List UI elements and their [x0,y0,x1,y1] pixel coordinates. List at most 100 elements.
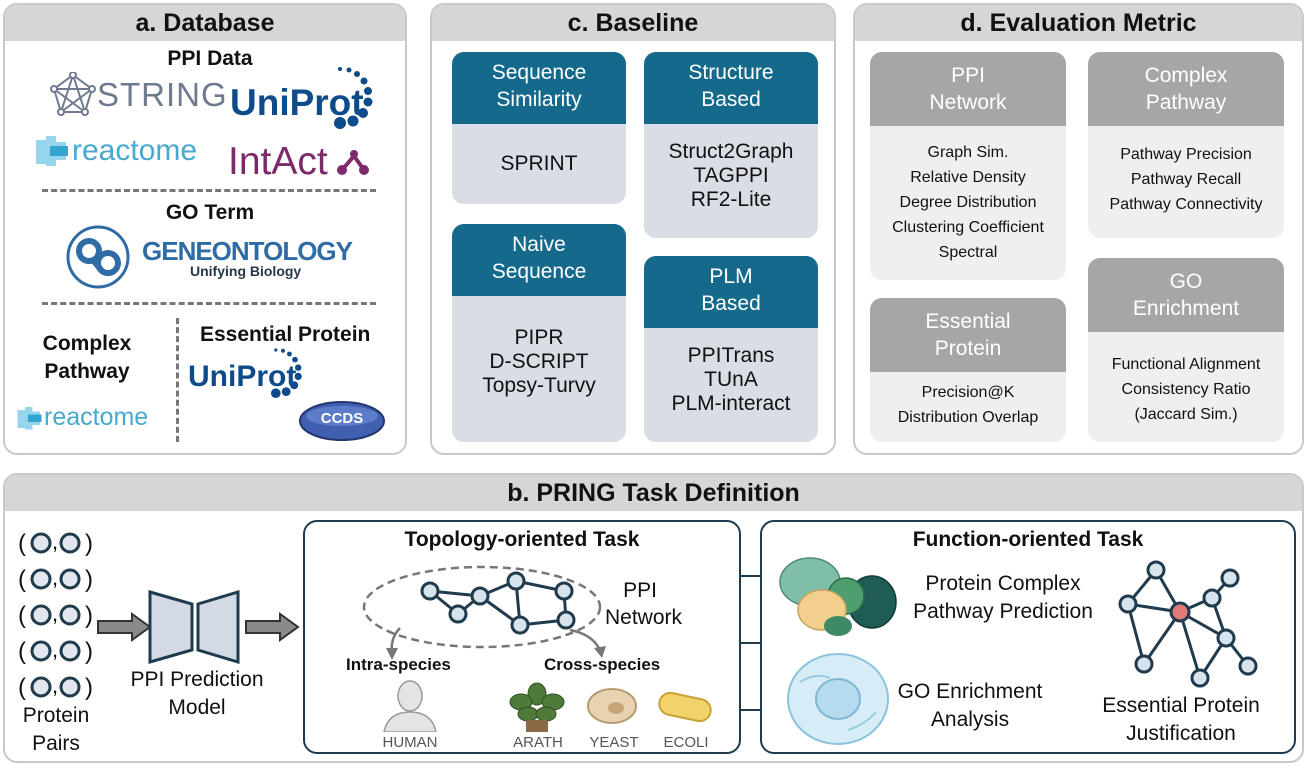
ccds-logo-icon [299,401,385,441]
baseline-card-sequence-similarity: Sequence Similarity SPRINT [452,52,626,204]
svg-text:(: ( [18,602,26,629]
card-body: SPRINT [452,124,626,176]
cell-icon [787,653,889,745]
go-task-line: GO Enrichment [897,680,1043,703]
model-label: PPI Prediction Model [112,666,282,722]
species-human: HUMAN [382,734,438,751]
gene-ontology-subtitle: Unifying Biology [190,263,302,279]
reactome-small-logo-icon [17,407,42,430]
model-label-line: PPI Prediction [130,668,264,691]
svg-text:(: ( [18,638,26,665]
ppi-network-line: PPI [623,579,657,602]
essential-task-line: Justification [1126,722,1236,745]
protein-pair-icon: ( ) [18,638,93,665]
baseline-method: PIPR [514,326,564,349]
card-head: Naive Sequence [452,224,626,296]
card-head: PLM Based [644,256,818,328]
card-head-line: Complex [1144,64,1228,87]
card-head-line: Essential [925,310,1011,333]
svg-text:): ) [85,530,93,557]
svg-text:(: ( [18,530,26,557]
card-body: PIPR D-SCRIPT Topsy-Turvy [452,296,626,398]
svg-text:(: ( [18,566,26,593]
string-logo-text: STRING [97,76,228,113]
ccds-logo-text: CCDS [320,410,364,427]
svg-text:): ) [85,566,93,593]
metric-item: Precision@K [921,384,1015,401]
function-task-title: Function-oriented Task [912,528,1144,551]
protein-pair: ( ) , [18,600,98,636]
yeast-cell-icon [587,688,637,724]
protein-pair-icon: ( ) [18,602,93,629]
reactome-logo-icon [36,136,68,166]
reactome-logo-text: reactome [72,134,198,167]
svg-text:): ) [85,602,93,629]
database-divider-1 [42,189,376,192]
go-task-line: Analysis [930,708,1010,731]
metric-title: d. Evaluation Metric [855,5,1302,41]
card-head: Structure Based [644,52,818,124]
metric-item: Relative Density [910,169,1026,186]
ppi-data-label: PPI Data [167,47,253,70]
metric-item: Spectral [938,244,998,261]
card-head-line: PPI [951,64,985,87]
card-body: Struct2Graph TAGPPI RF2-Lite [644,124,818,212]
baseline-title: c. Baseline [432,5,834,41]
card-head-line: Protein [934,337,1002,360]
protein-pair-icon: ( ) [18,566,93,593]
card-head-line: Based [701,88,761,111]
metric-card-essential-protein: Essential Protein Precision@K Distributi… [870,298,1066,442]
card-head: Complex Pathway [1088,52,1284,126]
intact-logo-text: IntAct [228,140,328,183]
essential-protein-task-label: Essential Protein Justification [1086,692,1276,748]
card-body: Precision@K Distribution Overlap [870,372,1066,430]
ppi-network-line: Network [605,606,683,629]
input-arrow-icon [97,612,152,642]
pair-separator: , [52,529,59,554]
model-label-line: Model [168,696,226,719]
protein-pair: ( ) , [18,636,98,672]
essential-task-line: Essential Protein [1102,694,1260,717]
svg-text:(: ( [18,674,26,701]
essential-protein-label: Essential Protein [200,323,371,346]
svg-text:): ) [85,674,93,701]
ppi-network-label: PPI Network [605,577,683,631]
complex-task-line: Pathway Prediction [913,600,1093,623]
card-head-line: Structure [688,61,774,84]
uniprot-small-dots-icon [271,348,302,398]
cross-species-label: Cross-species [544,655,661,674]
protein-pairs-list: ( ) , ( ) , ( ) , ( ) , [18,528,98,708]
task-connector [740,575,762,711]
arath-plant-icon [509,682,565,732]
database-divider-2 [42,302,376,305]
species-arath: ARATH [513,734,563,751]
protein-complex-icon [779,557,897,636]
metric-item: Pathway Precision [1120,146,1252,163]
baseline-method: PLM-interact [671,392,791,415]
database-title: a. Database [5,5,405,41]
database-divider-3 [176,318,179,442]
card-body: Pathway Precision Pathway Recall Pathway… [1088,126,1284,217]
model-icon [148,590,240,664]
metric-item: Distribution Overlap [897,409,1039,426]
baseline-method: D-SCRIPT [489,350,589,373]
baseline-method: Topsy-Turvy [482,374,596,397]
uniprot-small-logo-text: UniProt [188,360,297,393]
database-panel: a. Database [3,3,407,455]
topology-task-title: Topology-oriented Task [404,528,640,551]
card-head-line: Network [929,91,1007,114]
card-head-line: GO [1169,270,1203,293]
baseline-method: RF2-Lite [690,188,772,211]
metric-item: Pathway Recall [1130,171,1242,188]
baseline-card-structure-based: Structure Based Struct2Graph TAGPPI RF2-… [644,52,818,238]
baseline-method: PPITrans [687,344,775,367]
pair-separator: , [52,637,59,662]
go-term-label: GO Term [165,201,255,224]
metric-card-complex-pathway: Complex Pathway Pathway Precision Pathwa… [1088,52,1284,238]
card-head-line: Sequence [491,61,587,84]
card-head-line: Similarity [496,88,582,111]
protein-pair: ( ) , [18,564,98,600]
metric-item: (Jaccard Sim.) [1134,406,1238,423]
card-head: PPI Network [870,52,1066,126]
card-head: Sequence Similarity [452,52,626,124]
